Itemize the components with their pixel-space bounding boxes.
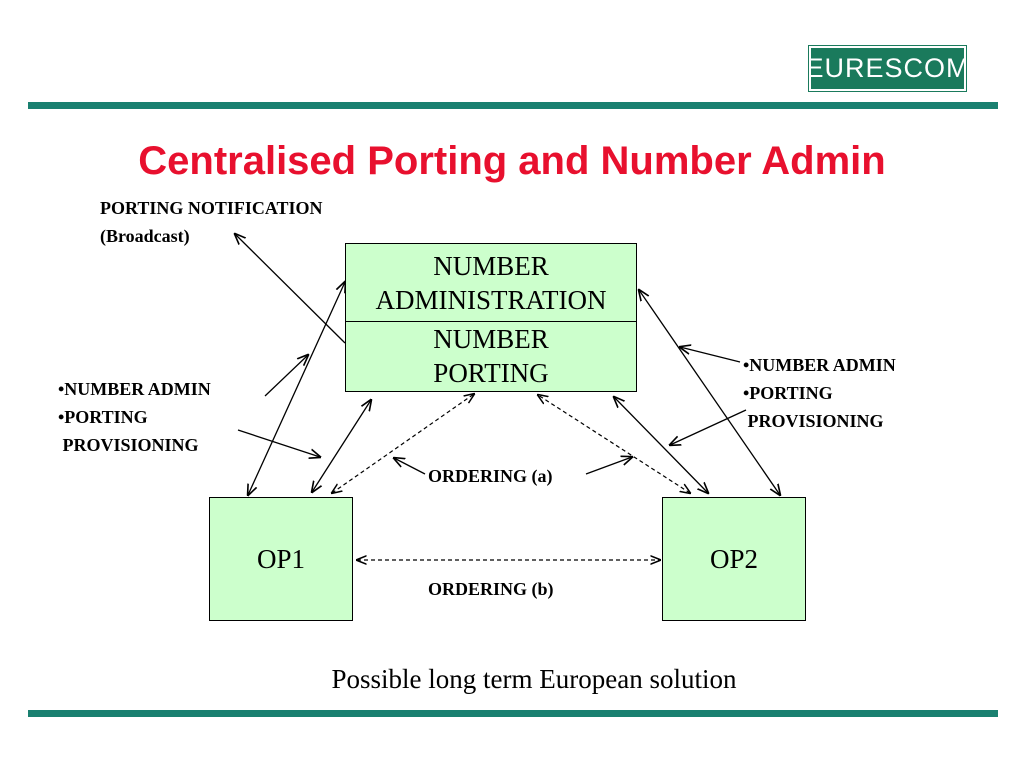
page-title: Centralised Porting and Number Admin	[138, 139, 886, 183]
arrow-porting-notification	[235, 234, 346, 344]
arrow-op2-admin	[639, 290, 780, 495]
pointer-right-provisioning	[670, 409, 747, 445]
top-rule	[28, 102, 998, 109]
admin-line-1: NUMBER	[433, 250, 549, 281]
op2-box: OP2	[662, 497, 806, 621]
number-porting-box: NUMBER PORTING	[345, 321, 637, 392]
porting-notification-label: PORTING NOTIFICATION (Broadcast)	[100, 198, 323, 246]
op2-label: OP2	[709, 544, 758, 574]
diagram-caption: Possible long term European solution	[331, 664, 737, 694]
op1-label: OP1	[256, 544, 305, 574]
pointer-ordering-a-right	[585, 457, 632, 475]
right-provisioning-label: •NUMBER ADMIN •PORTING PROVISIONING	[743, 355, 896, 431]
dashed-op2-porting	[538, 395, 690, 493]
arrow-op2-porting	[614, 397, 708, 493]
arrow-op1-admin	[248, 282, 345, 495]
ordering-b-label: ORDERING (b)	[428, 579, 554, 599]
porting-line-2: PORTING	[433, 358, 549, 388]
number-administration-box: NUMBER ADMINISTRATION	[345, 243, 637, 322]
pointer-left-provisioning	[237, 429, 320, 457]
eurescom-logo: EURESCOM	[806, 45, 969, 92]
left-provisioning-label: •NUMBER ADMIN •PORTING PROVISIONING	[58, 379, 211, 455]
dashed-op1-porting	[332, 394, 474, 493]
ordering-a-label: ORDERING (a)	[428, 466, 553, 486]
pointer-left-admin	[264, 355, 308, 397]
logo-text: EURESCOM	[805, 53, 970, 83]
admin-line-2: ADMINISTRATION	[375, 284, 607, 315]
arrow-op1-porting	[312, 400, 371, 492]
pointer-ordering-a-left	[394, 458, 426, 475]
pointer-right-admin	[680, 347, 741, 363]
op1-box: OP1	[209, 497, 353, 621]
bottom-rule	[28, 710, 998, 717]
porting-line-1: NUMBER	[433, 324, 549, 354]
